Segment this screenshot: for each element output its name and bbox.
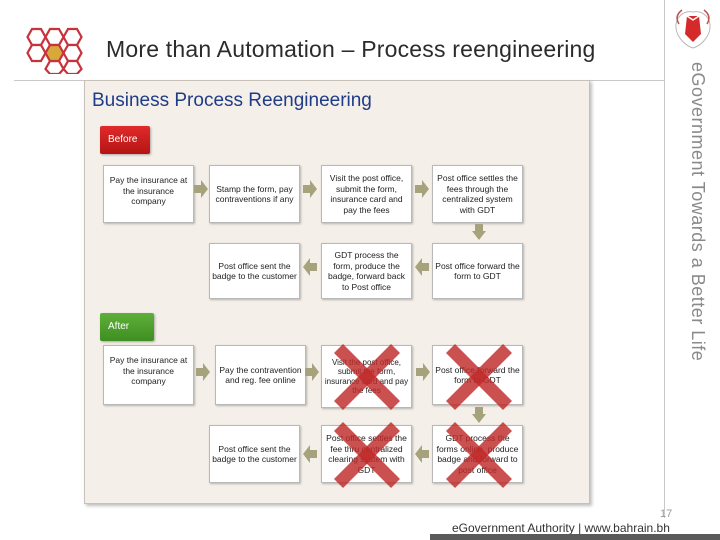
before-step-stamp-form: Stamp the form, pay contraventions if an… [209,165,300,223]
panel-heading: Business Process Reengineering [92,90,372,111]
footer-text: eGovernment Authority | www.bahrain.bh [452,521,670,535]
before-step-visit-post-office: Visit the post office, submit the form, … [321,165,412,223]
egov-logo [26,27,83,74]
after-step-pay-insurance: Pay the insurance at the insurance compa… [103,345,194,405]
side-divider [664,0,665,518]
footer-bar [430,534,720,540]
bahrain-emblem-icon [675,9,711,49]
before-step-forward-gdt: Post office forward the form to GDT [432,243,523,299]
side-tagline: eGovernment Towards a Better Life [688,62,708,362]
arrow-right-icon [194,180,208,198]
after-label: After [100,313,154,341]
arrow-left-icon [415,445,429,463]
page-number: 17 [660,508,673,520]
eliminated-cross-icon [446,422,512,488]
arrow-left-icon [303,445,317,463]
arrow-right-icon [305,363,319,381]
arrow-right-icon [303,180,317,198]
arrow-left-icon [415,258,429,276]
arrow-down-icon [472,407,486,423]
arrow-left-icon [303,258,317,276]
arrow-right-icon [415,180,429,198]
slide-title: More than Automation – Process reenginee… [106,36,596,62]
before-step-post-office-settles: Post office settles the fees through the… [432,165,523,223]
before-step-send-badge: Post office sent the badge to the custom… [209,243,300,299]
eliminated-cross-icon [334,344,400,410]
before-step-gdt-process: GDT process the form, produce the badge,… [321,243,412,299]
after-step-send-badge: Post office sent the badge to the custom… [209,425,300,483]
arrow-right-icon [196,363,210,381]
before-label: Before [100,126,150,154]
arrow-down-icon [472,224,486,240]
before-step-pay-insurance: Pay the insurance at the insurance compa… [103,165,194,223]
after-step-pay-online: Pay the contravention and reg. fee onlin… [215,345,306,405]
eliminated-cross-icon [334,422,400,488]
eliminated-cross-icon [446,344,512,410]
arrow-right-icon [416,363,430,381]
